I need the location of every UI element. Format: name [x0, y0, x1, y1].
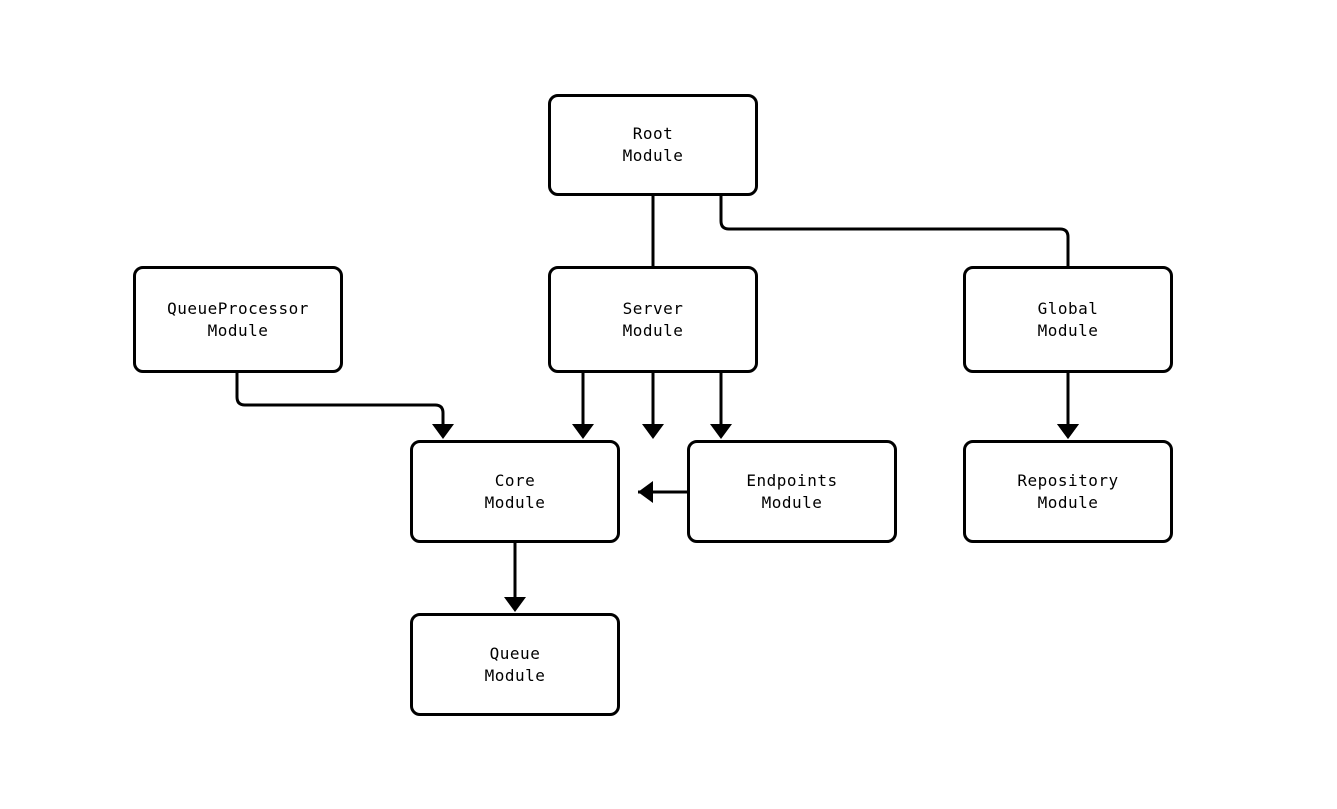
node-sublabel-global: Module: [1037, 320, 1099, 340]
node-sublabel-endpoints: Module: [761, 492, 823, 512]
arrowhead-server-to-core: [572, 424, 594, 439]
arrowhead-core-to-queue: [504, 597, 526, 612]
node-label-repository: Repository: [1017, 470, 1119, 490]
node-label-queueprocessor: QueueProcessor: [167, 298, 309, 318]
edge-paths: [235, 196, 1070, 597]
node-label-server: Server: [622, 298, 684, 318]
arrow-heads: [432, 424, 1079, 612]
edge-root-to-global: [719, 196, 1070, 424]
arrowhead-endpoints-to-core: [638, 481, 653, 503]
arrowhead-server-to-endpoints: [710, 424, 732, 439]
arrowhead-global-to-repository: [1057, 424, 1079, 439]
node-sublabel-queueprocessor: Module: [207, 320, 269, 340]
node-label-endpoints: Endpoints: [746, 470, 838, 490]
node-sublabel-root: Module: [622, 146, 684, 165]
arrowhead-root-to-server: [642, 424, 664, 439]
node-label-queue: Queue: [489, 643, 541, 663]
node-sublabel-core: Module: [484, 492, 546, 512]
node-label-core: Core: [494, 470, 536, 490]
node-sublabel-server: Module: [622, 320, 684, 340]
node-label-root: Root: [632, 124, 674, 143]
arrowhead-queueprocessor-to-core: [432, 424, 454, 439]
node-label-global: Global: [1037, 298, 1099, 318]
edge-queueprocessor-to-core: [235, 373, 445, 424]
node-sublabel-queue: Module: [484, 665, 546, 685]
node-sublabel-repository: Module: [1037, 492, 1099, 512]
